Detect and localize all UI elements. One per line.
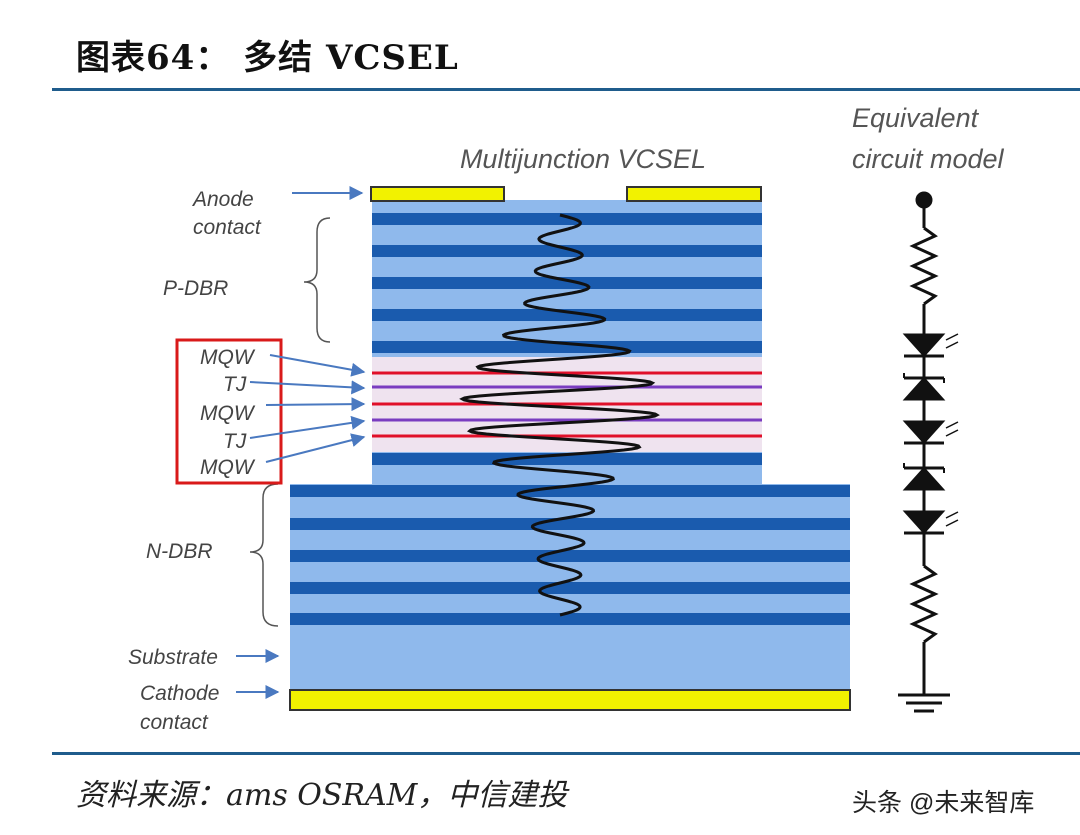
tj-arrow-1 [249,380,366,395]
n-dbr-stripe [290,582,850,594]
cathode-contact [289,689,851,711]
tunnel-junction-icon-1 [902,376,946,401]
resistor-top-icon [909,226,939,306]
header-divider [52,88,1080,91]
laser-diode-icon-2 [902,420,946,445]
cathode-label-line1: Cathode [140,682,219,705]
anode-label-line2: contact [193,216,262,239]
tunnel-junction-icon-2 [902,466,946,491]
lower-dbr-stripe-1 [372,453,762,465]
p-dbr-brace [303,217,331,343]
mqw-label-2: MQW [200,402,256,425]
circuit-terminal-dot [915,191,933,209]
ground-icon [898,693,950,713]
resistor-bottom-icon [909,564,939,644]
source-note: 资料来源：ams OSRAM，中信建投 [76,778,568,813]
p-dbr-stripe [372,245,762,257]
substrate-layer [290,627,850,689]
anode-contact-left [370,186,505,202]
circuit-title-line1: Equivalent [852,103,980,133]
n-dbr-stripe [290,518,850,530]
footer-divider [52,752,1080,755]
tj-label-1: TJ [223,373,247,396]
n-dbr-stripe [290,550,850,562]
laser-diode-icon-1 [902,333,946,358]
n-dbr-label: N-DBR [146,540,213,563]
n-dbr-stripe [290,485,850,497]
lower-mesa [290,484,850,689]
p-dbr-stripe [372,277,762,289]
anode-contact-right [626,186,762,202]
mqw-arrow-3 [265,433,366,463]
active-lines [372,371,762,438]
laser-diode-icon-3 [902,510,946,535]
page-title: 图表64： 多结 VCSEL [76,38,459,78]
mqw-label-3: MQW [200,456,256,479]
watermark: 头条 @未来智库 [852,789,1035,817]
n-dbr-brace [249,483,279,627]
n-dbr-layers [290,485,850,625]
p-dbr-label: P-DBR [163,277,228,300]
optical-standing-wave [459,213,660,617]
cathode-label-line2: contact [140,711,209,734]
p-dbr-stripe [372,309,762,321]
mqw-arrow-1 [269,354,366,377]
p-dbr-stripe [372,213,762,225]
p-dbr-stripe [372,341,762,353]
upper-mesa [372,200,762,484]
tj-label-2: TJ [223,430,247,453]
p-dbr-layers [372,213,762,353]
anode-label-line1: Anode [191,188,254,211]
mqw-arrow-2 [265,397,366,412]
equivalent-circuit [898,191,959,713]
tj-arrow-2 [249,415,366,439]
mqw-tj-highlight-box [175,338,283,485]
n-dbr-stripe [290,613,850,625]
substrate-label: Substrate [128,646,218,669]
circuit-title-line2: circuit model [852,144,1005,174]
mqw-label-1: MQW [200,346,256,369]
vcsel-title: Multijunction VCSEL [460,144,706,174]
